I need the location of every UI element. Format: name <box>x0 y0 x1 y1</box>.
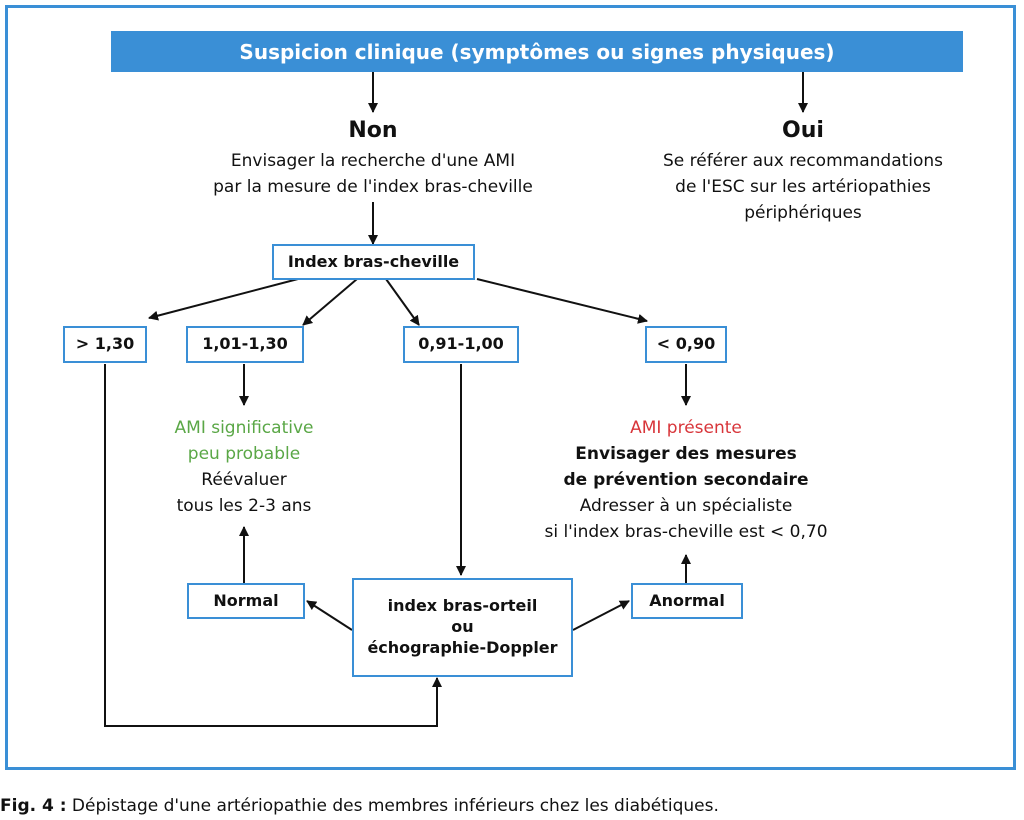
arrow-index-to-lt090 <box>476 278 648 324</box>
range-101-130-box: 1,01-1,30 <box>186 326 304 363</box>
clinical-suspicion-header: Suspicion clinique (symptômes ou signes … <box>111 31 963 72</box>
ami-unlikely-status-line: AMI significative <box>174 418 314 438</box>
normal-box: Normal <box>187 583 305 619</box>
arrow-index-to-gt130 <box>148 278 299 321</box>
figure-frame <box>5 5 1016 770</box>
arrow-test-to-abnormal <box>572 600 630 631</box>
arrow-gt130-to-test <box>104 364 442 727</box>
arrow-test-to-normal <box>306 600 353 631</box>
range-gt-130-box: > 1,30 <box>63 326 147 363</box>
ami-present-text: AMI présente Envisager des mesures de pr… <box>511 415 861 545</box>
branch-yes-line: Se référer aux recommandations <box>662 151 944 171</box>
prevention-line: Envisager des mesures <box>575 444 797 464</box>
ami-present-status: AMI présente <box>630 418 742 438</box>
reevaluate-line: tous les 2-3 ans <box>176 496 312 516</box>
index-bras-cheville-box: Index bras-cheville <box>272 244 475 280</box>
ami-unlikely-text: AMI significative peu probable Réévaluer… <box>124 415 364 519</box>
figure-caption: Fig. 4 : Dépistage d'une artériopathie d… <box>0 796 719 816</box>
branch-yes-title: Oui <box>782 118 824 143</box>
branch-no-line: par la mesure de l'index bras-cheville <box>213 177 533 197</box>
range-lt-090-box: < 0,90 <box>645 326 727 363</box>
arrow-index-to-101-130 <box>302 278 358 326</box>
second-test-box: index bras-orteil ou échographie-Doppler <box>352 578 573 677</box>
ami-unlikely-status-line: peu probable <box>187 444 301 464</box>
specialist-line: si l'index bras-cheville est < 0,70 <box>544 522 828 542</box>
branch-yes-text: Se référer aux recommandations de l'ESC … <box>628 148 978 226</box>
second-test-line: échographie-Doppler <box>367 637 558 657</box>
branch-yes-line: de l'ESC sur les artériopathies <box>675 177 931 197</box>
second-test-line: ou <box>451 617 474 637</box>
figure-number: Fig. 4 : <box>0 796 67 816</box>
abnormal-box: Anormal <box>631 583 743 619</box>
reevaluate-line: Réévaluer <box>201 470 287 490</box>
range-091-100-box: 0,91-1,00 <box>403 326 519 363</box>
specialist-line: Adresser à un spécialiste <box>579 496 793 516</box>
branch-no-text: Envisager la recherche d'une AMI par la … <box>188 148 558 200</box>
prevention-line: de prévention secondaire <box>563 470 809 490</box>
branch-no-title: Non <box>348 118 398 143</box>
arrow-index-to-091-100 <box>385 278 420 326</box>
branch-no-line: Envisager la recherche d'une AMI <box>230 151 516 171</box>
caption-text: Dépistage d'une artériopathie des membre… <box>66 796 719 816</box>
second-test-line: index bras-orteil <box>387 596 538 616</box>
branch-yes-line: périphériques <box>744 203 862 223</box>
